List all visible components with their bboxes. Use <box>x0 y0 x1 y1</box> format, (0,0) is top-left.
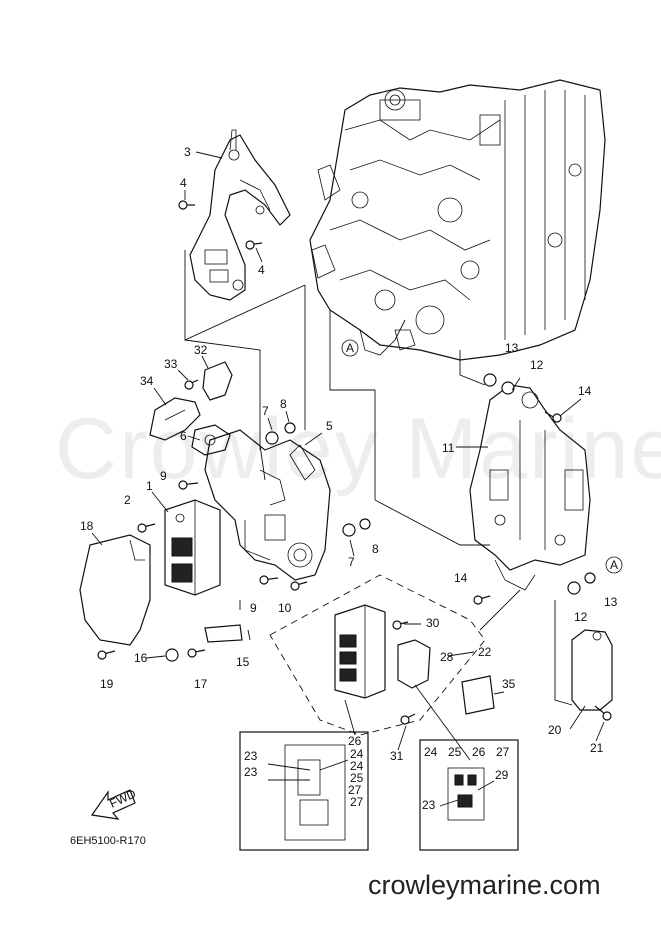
callout-24b: 24 <box>350 759 364 773</box>
callout-18: 18 <box>80 519 94 533</box>
callout-23c: 23 <box>422 798 436 812</box>
engine-block <box>309 79 606 361</box>
callout-numbers: 3 4 4 32 33 34 7 8 5 6 9 1 2 18 8 7 9 10… <box>80 145 618 812</box>
callout-4b: 4 <box>258 263 265 277</box>
callout-27c: 27 <box>496 745 510 759</box>
clamp-6 <box>191 424 231 456</box>
callout-14b: 14 <box>454 571 468 585</box>
callout-leaders <box>91 151 605 807</box>
callout-29: 29 <box>495 768 509 782</box>
callout-26b: 26 <box>472 745 486 759</box>
callout-8a: 8 <box>280 397 287 411</box>
group-outline <box>269 574 486 736</box>
callout-35: 35 <box>502 677 516 691</box>
cover-18 <box>79 534 151 646</box>
callout-3: 3 <box>184 145 191 159</box>
callout-25a: 25 <box>350 771 364 785</box>
ref-marker-a-top-label: A <box>346 341 354 355</box>
callout-5: 5 <box>326 419 333 433</box>
bracket-3 <box>189 129 291 301</box>
inset-fusebox <box>239 731 369 851</box>
ecu-1 <box>164 499 221 596</box>
callout-22: 22 <box>478 645 492 659</box>
callout-21: 21 <box>590 741 604 755</box>
clamp-34 <box>149 397 201 441</box>
ref-marker-a-top <box>341 339 359 357</box>
callout-9a: 9 <box>160 469 167 483</box>
callout-23b: 23 <box>244 765 258 779</box>
website-label[interactable]: crowleymarine.com <box>368 870 601 900</box>
callout-26a: 26 <box>348 734 362 748</box>
relay-20 <box>571 629 613 711</box>
callout-13b: 13 <box>604 595 618 609</box>
callout-24c: 24 <box>424 745 438 759</box>
callout-14a: 14 <box>578 384 592 398</box>
callout-34: 34 <box>140 374 154 388</box>
callout-31: 31 <box>390 749 404 763</box>
callout-7b: 7 <box>348 555 355 569</box>
bracket-5 <box>204 429 331 581</box>
callout-30: 30 <box>426 616 440 630</box>
callout-25b: 25 <box>448 745 462 759</box>
callout-2: 2 <box>124 493 131 507</box>
inset-relay <box>419 739 519 851</box>
reference-lines <box>184 250 573 761</box>
callout-23a: 23 <box>244 749 258 763</box>
callout-15: 15 <box>236 655 250 669</box>
plate-32 <box>202 361 233 401</box>
callout-12b: 12 <box>574 610 588 624</box>
callout-10: 10 <box>278 601 292 615</box>
callout-33: 33 <box>164 357 178 371</box>
callout-28: 28 <box>440 650 454 664</box>
bracket-11 <box>469 384 591 591</box>
callout-19: 19 <box>100 677 114 691</box>
fasteners <box>97 200 612 725</box>
callout-12a: 12 <box>530 358 544 372</box>
callout-16: 16 <box>134 651 148 665</box>
callout-1: 1 <box>146 479 153 493</box>
callout-7a: 7 <box>262 404 269 418</box>
diagram-code: 6EH5100-R170 <box>70 835 146 847</box>
callout-8b: 8 <box>372 542 379 556</box>
callout-4a: 4 <box>180 176 187 190</box>
callout-32: 32 <box>194 343 208 357</box>
callout-11: 11 <box>442 441 455 455</box>
callout-24a: 24 <box>350 747 364 761</box>
callout-6: 6 <box>180 429 187 443</box>
fwd-arrow-icon: FWD <box>90 786 138 820</box>
fusebox-22 <box>334 604 495 715</box>
callout-13a: 13 <box>505 341 519 355</box>
callout-27b: 27 <box>350 795 364 809</box>
callout-17: 17 <box>194 677 208 691</box>
ref-marker-a-right-label: A <box>610 558 618 572</box>
callout-9b: 9 <box>250 601 257 615</box>
callout-20: 20 <box>548 723 562 737</box>
ref-marker-a-right <box>605 556 623 574</box>
callout-27a: 27 <box>348 783 362 797</box>
